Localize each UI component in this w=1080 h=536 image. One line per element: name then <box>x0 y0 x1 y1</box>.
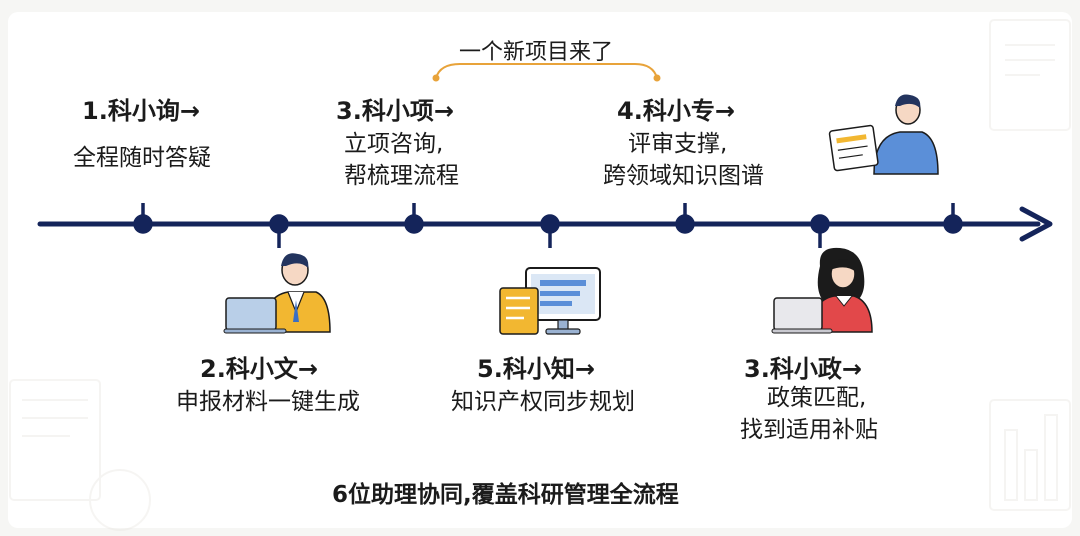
node-7 <box>943 214 963 234</box>
assistant-2-title: 2.科小文→ <box>200 355 318 383</box>
computer-documents-icon <box>499 267 601 335</box>
assistant-3-title: 3.科小项→ <box>336 97 454 125</box>
timeline-arrowhead <box>1019 206 1053 242</box>
assistant-5-desc: 知识产权同步规划 <box>451 389 635 415</box>
assistant-6-desc-line1: 政策匹配, <box>767 385 867 411</box>
assistant-2-desc: 申报材料一键生成 <box>176 389 360 415</box>
node-4 <box>540 214 560 234</box>
node-2 <box>269 214 289 234</box>
assistant-3-desc-line2: 帮梳理流程 <box>344 163 459 189</box>
node-5 <box>675 214 695 234</box>
assistant-5-title: 5.科小知→ <box>477 355 595 383</box>
assistant-6-title: 3.科小政→ <box>744 355 862 383</box>
assistant-4-desc-line2: 跨领域知识图谱 <box>603 163 764 189</box>
person-document-icon <box>828 94 939 175</box>
assistant-3-desc-line1: 立项咨询, <box>344 131 444 157</box>
woman-laptop-icon <box>771 247 873 334</box>
node-1 <box>133 214 153 234</box>
node-6 <box>810 214 830 234</box>
headline: 一个新项目来了 <box>459 40 614 65</box>
assistant-4-desc-line1: 评审支撑, <box>628 131 728 157</box>
footer-summary: 6位助理协同,覆盖科研管理全流程 <box>332 482 679 508</box>
headline-bracket <box>435 63 658 79</box>
assistant-1-desc: 全程随时答疑 <box>73 145 211 171</box>
person-laptop-icon <box>223 253 331 334</box>
node-3 <box>404 214 424 234</box>
assistant-1-title: 1.科小询→ <box>82 97 200 125</box>
assistant-6-desc-line2: 找到适用补贴 <box>740 417 878 443</box>
assistant-4-title: 4.科小专→ <box>617 97 735 125</box>
